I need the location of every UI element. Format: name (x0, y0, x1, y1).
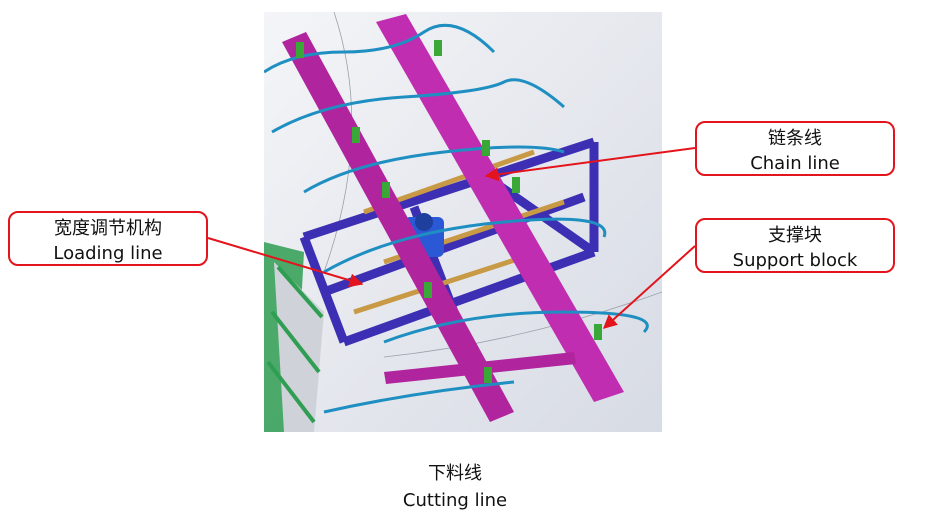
green-conveyor (264, 242, 324, 432)
callout-support-en: Support block (732, 250, 858, 271)
loading-arrow (207, 237, 364, 288)
callout-support-zh: 支撑块 (768, 225, 822, 246)
callout-loading-en: Loading line (53, 243, 163, 264)
machine-illustration (264, 12, 662, 432)
cad-render (264, 12, 662, 432)
callout-support-block: 支撑块 Support block (695, 218, 895, 273)
blue-frame (299, 137, 599, 347)
chain-arrow (484, 147, 696, 182)
caption-zh: 下料线 (428, 463, 482, 484)
figure-caption: 下料线 Cutting line (355, 460, 555, 514)
callout-chain-en: Chain line (750, 153, 840, 174)
callout-chain-zh: 链条线 (768, 128, 822, 149)
callout-loading-zh: 宽度调节机构 (54, 218, 162, 239)
caption-en: Cutting line (402, 490, 508, 511)
callout-loading-line: 宽度调节机构 Loading line (8, 211, 208, 266)
cyan-hooks (264, 23, 649, 414)
green-plates (296, 40, 602, 383)
magenta-rails (282, 14, 624, 422)
support-arrow (602, 245, 696, 329)
callout-chain-line: 链条线 Chain line (695, 121, 895, 176)
